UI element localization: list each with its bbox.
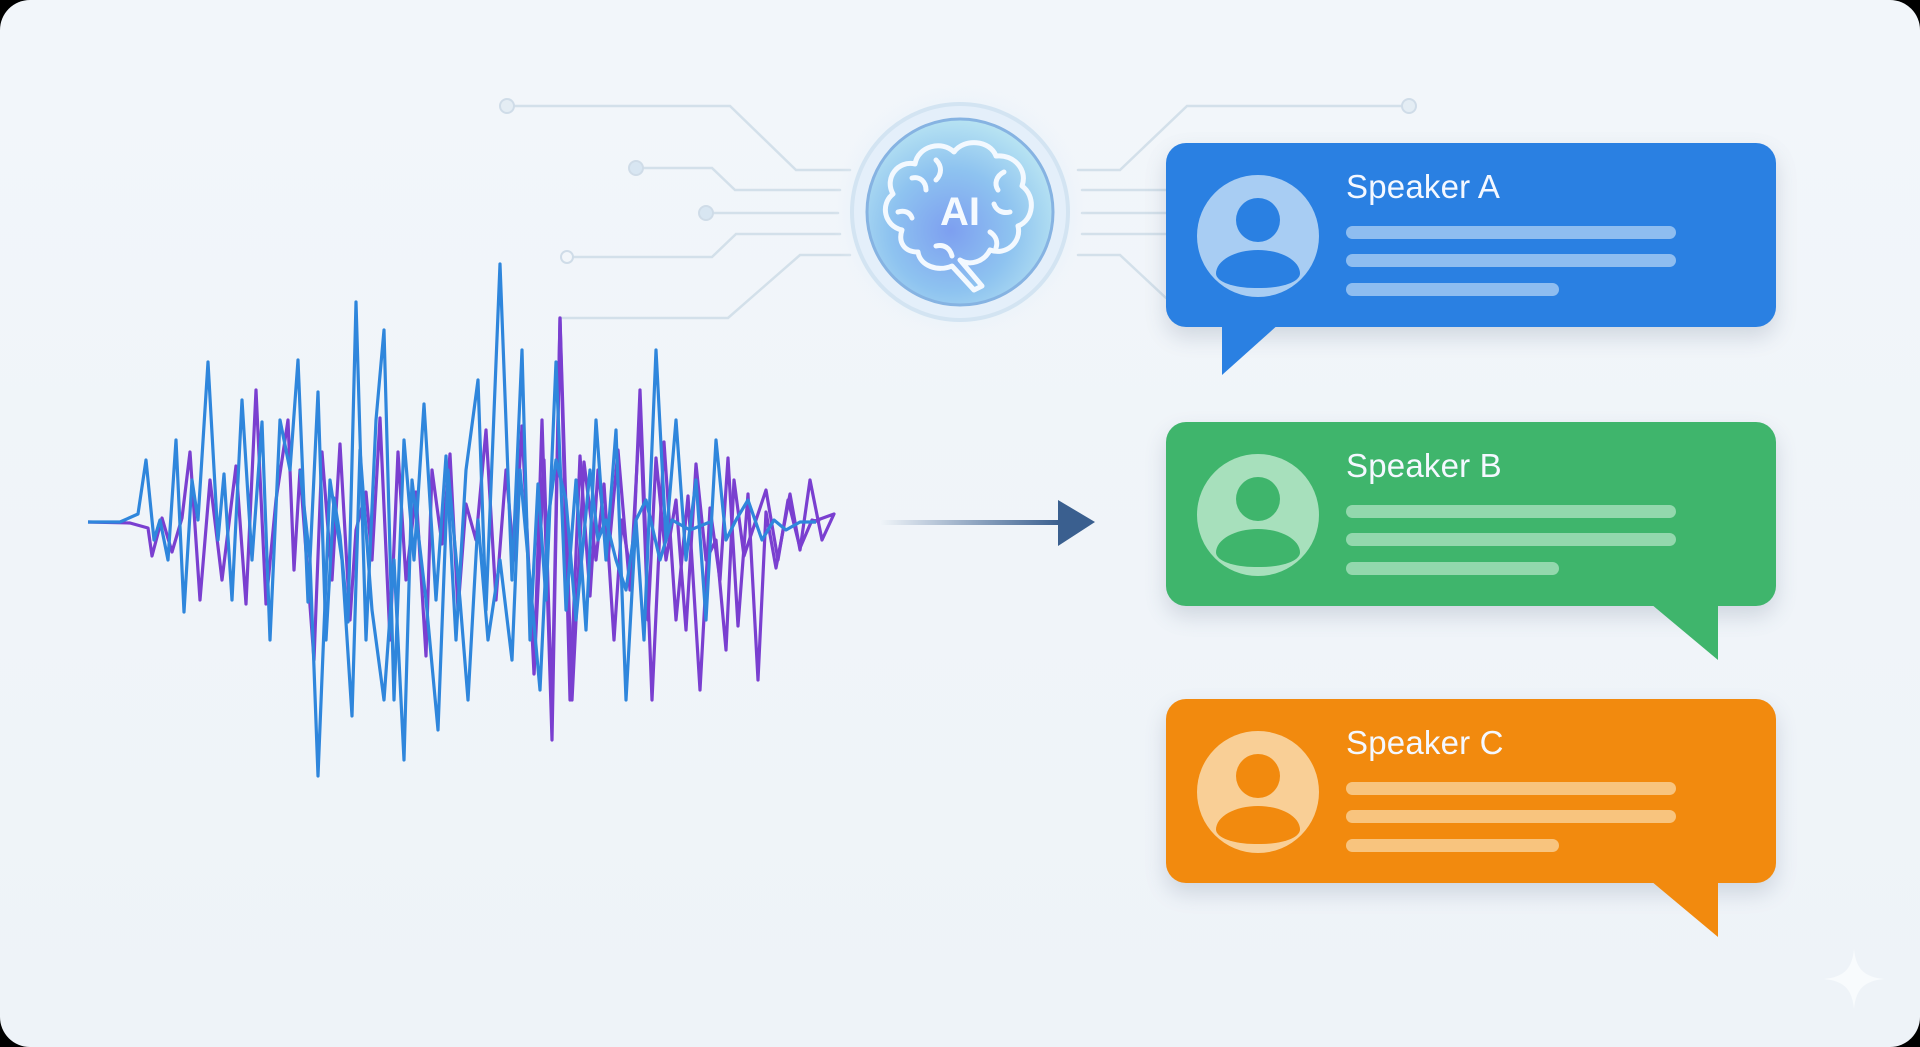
speaker-bubble-b: Speaker B — [1166, 422, 1776, 660]
transcript-line — [1346, 226, 1676, 239]
bubble-tail — [1222, 323, 1280, 375]
transcript-line — [1346, 505, 1676, 518]
bubble-tail — [1651, 604, 1718, 660]
brain-icon — [882, 140, 1034, 293]
transcript-line — [1346, 782, 1676, 795]
bubble-tail — [1651, 881, 1718, 937]
transcript-line — [1346, 839, 1559, 852]
transcript-line — [1346, 810, 1676, 823]
user-avatar-icon — [1197, 454, 1319, 576]
ai-label: AI — [940, 190, 980, 234]
user-avatar-icon — [1197, 731, 1319, 853]
speaker-label: Speaker C — [1346, 724, 1504, 761]
speaker-label: Speaker B — [1346, 447, 1502, 484]
speaker-label: Speaker A — [1346, 168, 1501, 205]
transcript-line — [1346, 254, 1676, 267]
transcript-line — [1346, 283, 1559, 296]
speaker-bubble-c: Speaker C — [1166, 699, 1776, 937]
transcript-line — [1346, 562, 1559, 575]
user-avatar-icon — [1197, 175, 1319, 297]
sparkle-icon — [1824, 949, 1884, 1009]
speaker-bubble-a: Speaker A — [1166, 143, 1776, 375]
transcript-line — [1346, 533, 1676, 546]
